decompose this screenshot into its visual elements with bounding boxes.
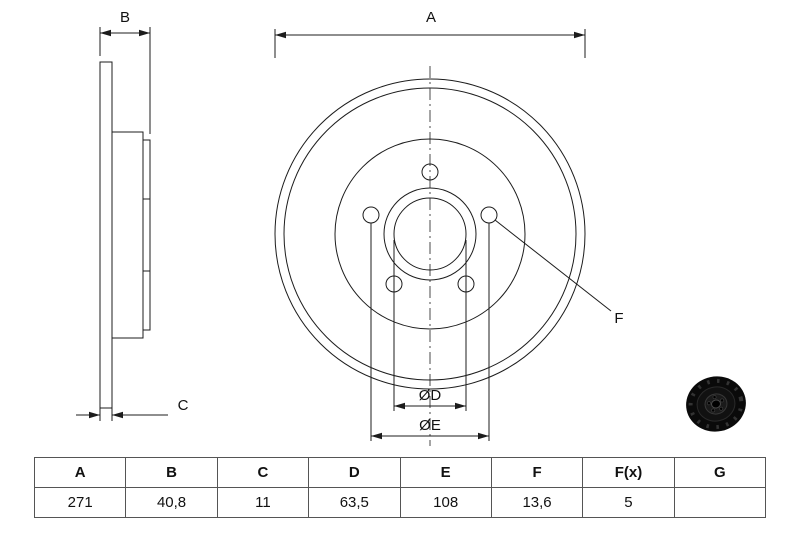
dimension-oe: ØE	[370, 223, 490, 441]
disc-plate-outline	[99, 61, 113, 409]
value-cell-g	[673, 487, 767, 518]
bolt-hole	[480, 206, 498, 224]
dim-c-label: C	[178, 397, 189, 414]
dim-oe-arrow-right	[478, 432, 489, 440]
hat-outline	[112, 131, 151, 339]
technical-drawing: B C	[76, 9, 746, 446]
header-cell-c: C	[216, 457, 310, 488]
dim-oe-label: ØE	[419, 417, 441, 434]
bolt-hole	[362, 206, 380, 224]
value-cell-b: 40,8	[125, 487, 218, 518]
photo-bolt-hole	[720, 398, 725, 403]
header-cell-fx: F(x)	[582, 457, 675, 488]
leader-f-line	[494, 219, 612, 312]
header-cell-e: E	[399, 457, 492, 488]
dim-od-arrow-right	[455, 402, 466, 410]
spec-table: A B C D E F F(x) G 271 40,8 11 63,5 108 …	[33, 457, 767, 518]
value-cell-fx: 5	[582, 487, 675, 518]
dimension-od: ØD	[393, 240, 467, 411]
dimension-a: A	[274, 9, 586, 58]
spec-table-header-row: A B C D E F F(x) G	[33, 457, 767, 488]
header-cell-g: G	[673, 457, 767, 488]
header-cell-a: A	[33, 457, 127, 488]
dim-a-arrow-right	[574, 31, 585, 39]
cross-section-view	[99, 61, 151, 409]
spec-table-value-row: 271 40,8 11 63,5 108 13,6 5	[33, 487, 767, 518]
leader-f: F	[494, 219, 624, 327]
photo-vent-slots	[688, 378, 744, 430]
dimension-b: B	[99, 9, 151, 134]
dim-oe-arrow-left	[371, 432, 382, 440]
product-photo	[686, 376, 746, 432]
photo-center-bore	[711, 399, 721, 409]
dim-b-arrow-right	[139, 29, 150, 37]
photo-bolt-hole	[711, 408, 716, 413]
dim-a-arrow-left	[275, 31, 286, 39]
header-cell-b: B	[125, 457, 218, 488]
value-cell-f: 13,6	[490, 487, 584, 518]
photo-bolt-hole	[719, 406, 724, 411]
dim-od-label: ØD	[419, 387, 442, 404]
value-cell-a: 271	[33, 487, 127, 518]
header-cell-d: D	[308, 457, 401, 488]
value-cell-e: 108	[399, 487, 492, 518]
hat-circle	[334, 138, 526, 330]
dim-b-arrow-left	[100, 29, 111, 37]
dim-f-label: F	[614, 310, 623, 327]
dim-a-label: A	[426, 9, 436, 26]
value-cell-c: 11	[216, 487, 310, 518]
dimension-c: C	[76, 397, 189, 421]
dim-b-label: B	[120, 9, 130, 26]
dim-c-arrow-right	[112, 411, 123, 419]
dim-c-arrow-left	[89, 411, 100, 419]
header-cell-f: F	[490, 457, 584, 488]
outer-circle	[274, 78, 586, 390]
photo-bolt-hole	[707, 401, 711, 406]
photo-bolt-hole	[712, 395, 717, 400]
dim-od-arrow-left	[394, 402, 405, 410]
value-cell-d: 63,5	[308, 487, 401, 518]
